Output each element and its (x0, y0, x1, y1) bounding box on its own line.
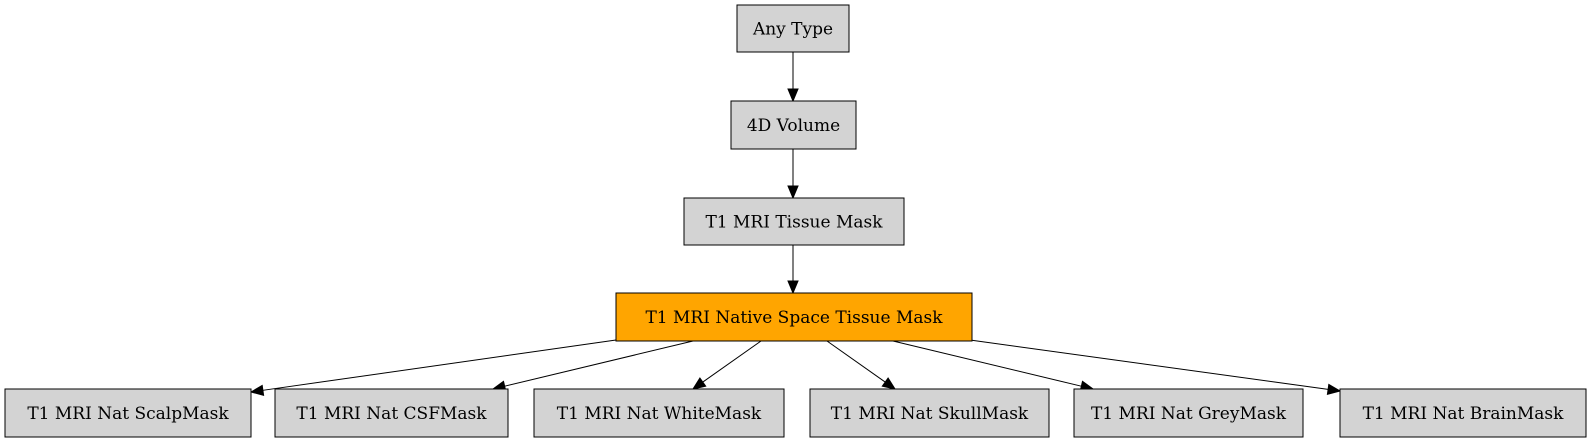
edge-line (504, 340, 694, 387)
node-any-type[interactable]: Any Type (736, 4, 850, 53)
node-label: T1 MRI Tissue Mask (705, 213, 883, 233)
node-t1-mri-nat-csfmask[interactable]: T1 MRI Nat CSFMask (274, 388, 509, 438)
node-t1-mri-nat-brainmask[interactable]: T1 MRI Nat BrainMask (1339, 388, 1587, 438)
edge-t1-mri-native-space-tissue-mask-to-t1-mri-nat-scalpmask (249, 339, 617, 396)
node-box (809, 388, 1050, 438)
node-t1-mri-native-space-tissue-mask[interactable]: T1 MRI Native Space Tissue Mask (615, 292, 973, 342)
edge-line (262, 339, 617, 391)
node-label: T1 MRI Native Space Tissue Mask (645, 308, 943, 328)
node-t1-mri-nat-greymask[interactable]: T1 MRI Nat GreyMask (1073, 388, 1304, 438)
node-label: T1 MRI Nat ScalpMask (27, 404, 229, 424)
diagram-edges (249, 52, 1342, 396)
node-label: T1 MRI Nat CSFMask (296, 404, 487, 424)
edge-t1-mri-tissue-mask-to-t1-mri-native-space-tissue-mask (787, 245, 799, 295)
node-t1-mri-nat-scalpmask[interactable]: T1 MRI Nat ScalpMask (4, 388, 252, 438)
node-label: T1 MRI Nat WhiteMask (557, 404, 762, 424)
node-box (1339, 388, 1587, 438)
arrowhead-icon (787, 185, 799, 200)
node-4d-volume[interactable]: 4D Volume (730, 100, 857, 150)
node-box (683, 197, 905, 246)
node-t1-mri-nat-whitemask[interactable]: T1 MRI Nat WhiteMask (533, 388, 785, 438)
edge-line (826, 340, 886, 383)
node-label: T1 MRI Nat SkullMask (831, 404, 1029, 424)
node-box (274, 388, 509, 438)
edge-line (892, 340, 1082, 387)
edge-t1-mri-native-space-tissue-mask-to-t1-mri-nat-skullmask (826, 340, 897, 390)
arrowhead-icon (787, 88, 799, 103)
edge-t1-mri-native-space-tissue-mask-to-t1-mri-nat-greymask (892, 340, 1095, 392)
arrowhead-icon (1326, 383, 1342, 395)
edge-4d-volume-to-t1-mri-tissue-mask (787, 149, 799, 200)
node-t1-mri-tissue-mask[interactable]: T1 MRI Tissue Mask (683, 197, 905, 246)
node-box (615, 292, 973, 342)
node-box (4, 388, 252, 438)
edge-t1-mri-native-space-tissue-mask-to-t1-mri-nat-brainmask (969, 339, 1342, 395)
diagram-nodes: Any Type 4D Volume T1 MRI Tissue Mask T1 MR… (4, 4, 1587, 438)
edge-any-type-to-4d-volume (787, 52, 799, 103)
arrowhead-icon (249, 384, 265, 396)
edge-t1-mri-native-space-tissue-mask-to-t1-mri-nat-whitemask (691, 340, 762, 390)
node-label: T1 MRI Nat GreyMask (1091, 404, 1287, 424)
node-label: Any Type (752, 20, 833, 40)
edge-t1-mri-native-space-tissue-mask-to-t1-mri-nat-csfmask (491, 340, 694, 392)
node-label: T1 MRI Nat BrainMask (1363, 404, 1565, 424)
node-label: 4D Volume (747, 116, 840, 136)
node-box (1073, 388, 1304, 438)
edge-line (702, 340, 762, 383)
node-t1-mri-nat-skullmask[interactable]: T1 MRI Nat SkullMask (809, 388, 1050, 438)
node-box (533, 388, 785, 438)
arrowhead-icon (691, 377, 707, 390)
arrowhead-icon (881, 377, 897, 390)
edge-line (969, 339, 1329, 390)
node-box (736, 4, 850, 53)
arrowhead-icon (787, 280, 799, 295)
node-box (730, 100, 857, 150)
